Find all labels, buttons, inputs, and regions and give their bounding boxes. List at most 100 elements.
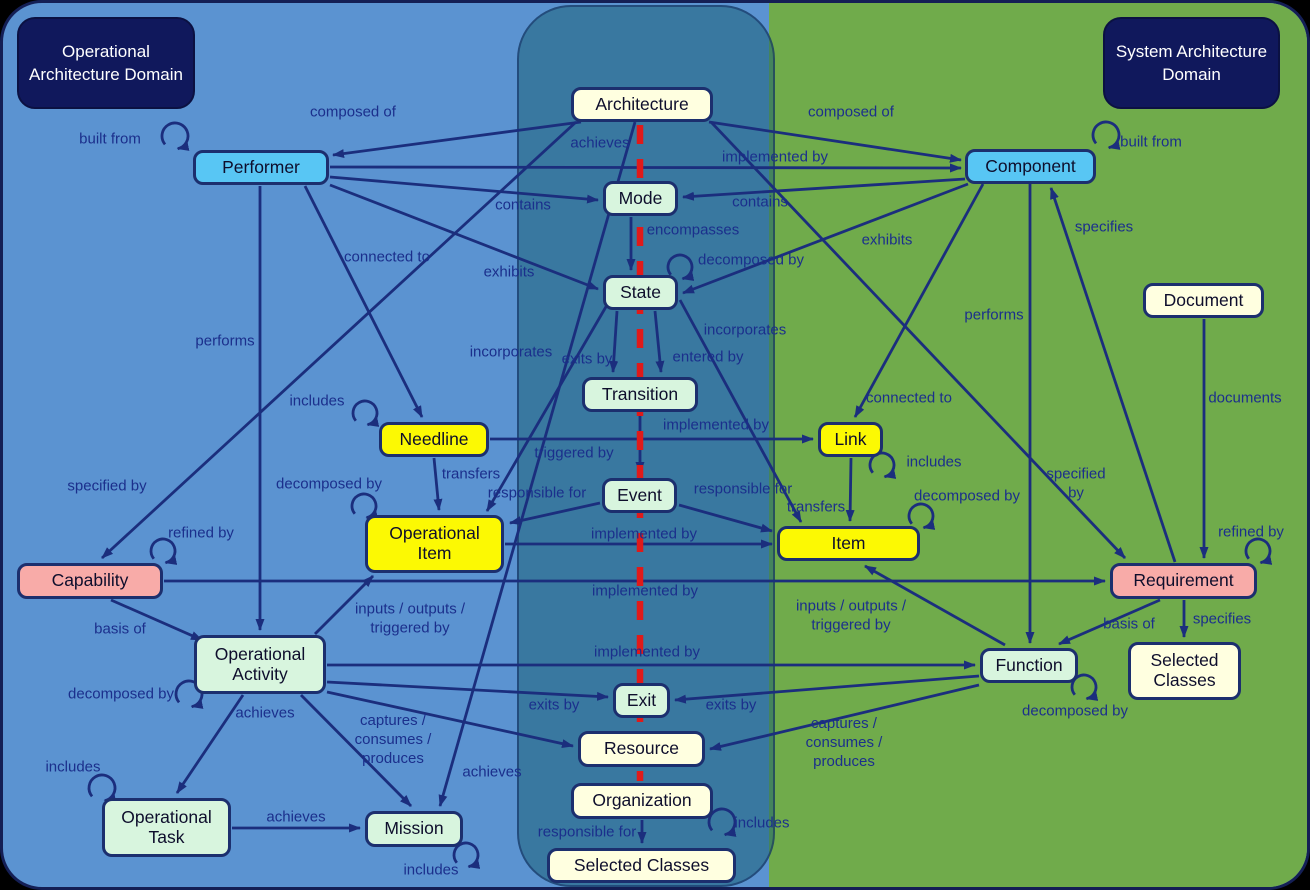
edge-label-opactivity-exit: exits by xyxy=(528,696,580,714)
system-domain-title: System Architecture Domain xyxy=(1103,17,1280,109)
edge-component-link xyxy=(853,183,985,418)
edge-label-capability-opactivity: basis of xyxy=(94,620,146,638)
edge-label2-architecture-mission: achieves xyxy=(462,763,522,781)
edge-label-architecture-component: composed of xyxy=(808,103,894,121)
edge-label-architecture-requirement: specified by xyxy=(1046,465,1106,501)
node-event: Event xyxy=(602,478,677,513)
edge-label-performer-needline: connected to xyxy=(344,248,430,266)
self-loop-organization xyxy=(707,807,737,837)
edge-label-link-item: transfers xyxy=(786,498,846,516)
edge-label-opitem-item: implemented by xyxy=(591,525,697,543)
loop-label-item: decomposed by xyxy=(914,487,1020,505)
edge-label-transition-event: triggered by xyxy=(534,444,614,462)
loop-label-performer: built from xyxy=(79,130,141,148)
edge-label-architecture-capability: specified by xyxy=(67,477,147,495)
self-loop-opitem xyxy=(350,492,379,520)
edge-state-transition xyxy=(609,310,619,373)
edge-label-function-resource: captures / consumes / produces xyxy=(805,714,883,770)
node-requirement: Requirement xyxy=(1110,563,1257,599)
edge-label-optask-mission: achieves xyxy=(266,808,326,826)
self-loop-component xyxy=(1091,120,1121,150)
edge-link-item xyxy=(845,457,855,522)
edge-opactivity-exit xyxy=(326,680,609,701)
edge-label-component-link: connected to xyxy=(866,389,952,407)
edge-architecture-performer xyxy=(332,120,582,159)
edge-label-state-opitem: incorporates xyxy=(469,343,553,361)
node-exit: Exit xyxy=(613,683,670,718)
loop-label-component: built from xyxy=(1120,133,1182,151)
node-mode: Mode xyxy=(603,181,678,216)
self-loop-link xyxy=(868,451,897,479)
node-function: Function xyxy=(980,648,1078,683)
edge-capability-opactivity xyxy=(110,598,203,642)
self-loop-optask xyxy=(87,773,117,803)
edge-label-performer-state: exhibits xyxy=(483,263,535,281)
edge-label-requirement-function: basis of xyxy=(1103,615,1155,633)
self-loop-item xyxy=(907,502,936,530)
relationship-lines xyxy=(87,120,1273,869)
loop-label-optask: includes xyxy=(45,758,101,776)
node-needline: Needline xyxy=(379,422,489,457)
edge-label-capability-requirement: implemented by xyxy=(592,582,698,600)
edge-label-needline-link: implemented by xyxy=(663,416,769,434)
loop-label-function: decomposed by xyxy=(1022,702,1128,720)
edge-label-opactivity-resource: captures / consumes / produces xyxy=(354,711,432,767)
edge-opactivity-mission xyxy=(300,694,412,807)
node-performer: Performer xyxy=(193,150,329,185)
node-capability: Capability xyxy=(17,563,163,599)
loop-label-link: includes xyxy=(906,453,962,471)
edge-label-state-transition: entered by xyxy=(672,348,744,366)
self-loop-performer xyxy=(160,121,190,151)
edge-label-state-transition: exits by xyxy=(561,350,613,368)
self-loop-state xyxy=(666,253,695,281)
edge-opactivity-opitem xyxy=(314,575,374,635)
edge-label-requirement-component: specifies xyxy=(1074,218,1134,236)
edge-performer-mode xyxy=(329,175,599,204)
edge-label-function-item: inputs / outputs / triggered by xyxy=(795,597,907,633)
edge-architecture-requirement xyxy=(709,121,1127,559)
edge-performer-needline xyxy=(303,185,424,418)
self-loop-requirement xyxy=(1244,537,1273,565)
node-opactivity: Operational Activity xyxy=(194,635,326,694)
edge-state-opitem xyxy=(485,304,609,512)
edge-label-opactivity-optask: achieves xyxy=(235,704,295,722)
edge-state-transition xyxy=(653,310,665,373)
node-item: Item xyxy=(777,526,920,561)
edge-label-function-exit: exits by xyxy=(705,696,757,714)
edge-label-architecture-performer: composed of xyxy=(310,103,396,121)
loop-label-opactivity: decomposed by xyxy=(68,685,174,703)
edge-requirement-function xyxy=(1058,598,1161,646)
loop-label-needline: includes xyxy=(289,392,345,410)
edge-label-event-opitem: responsible for xyxy=(487,484,587,502)
node-document: Document xyxy=(1143,283,1264,318)
loop-label-mission: includes xyxy=(403,861,459,879)
node-resource: Resource xyxy=(578,731,705,767)
edge-component-state xyxy=(682,182,969,295)
loop-label-capability: refined by xyxy=(168,524,234,542)
edge-label-event-item: responsible for xyxy=(693,480,793,498)
operational-domain-title: Operational Architecture Domain xyxy=(17,17,195,109)
edge-label-performer-mode: contains xyxy=(495,196,551,214)
edge-opactivity-optask xyxy=(175,694,245,794)
node-selclasses_bottom: Selected Classes xyxy=(547,848,736,883)
node-transition: Transition xyxy=(582,377,698,412)
node-state: State xyxy=(603,275,678,310)
self-loop-mission xyxy=(452,841,481,869)
loop-label-organization: includes xyxy=(734,814,790,832)
edge-architecture-component xyxy=(708,120,962,163)
node-component: Component xyxy=(965,149,1096,184)
edge-label-opactivity-opitem: inputs / outputs / triggered by xyxy=(354,600,466,636)
self-loop-needline xyxy=(351,399,380,427)
loop-label-opitem: decomposed by xyxy=(276,475,382,493)
edge-label-component-function: performs xyxy=(964,306,1024,324)
edge-requirement-component xyxy=(1049,187,1177,563)
self-loop-opactivity xyxy=(174,679,204,709)
edge-event-item xyxy=(678,503,773,533)
edge-label-architecture-mission: achieves xyxy=(570,134,630,152)
edge-function-item xyxy=(864,564,1006,647)
node-optask: Operational Task xyxy=(102,798,231,857)
node-opitem: Operational Item xyxy=(365,515,504,573)
node-mission: Mission xyxy=(365,811,463,847)
